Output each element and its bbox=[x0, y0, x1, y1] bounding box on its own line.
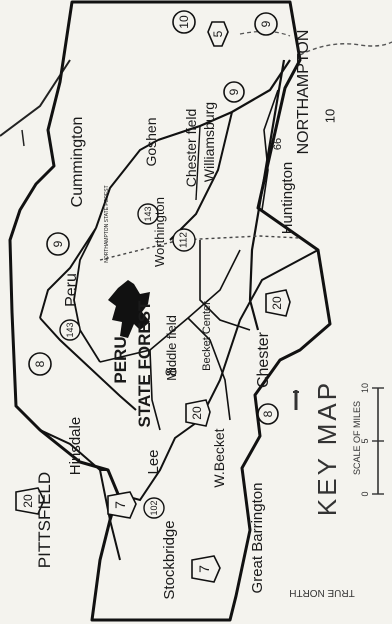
shield-label: 143 bbox=[65, 322, 75, 337]
shield-label: 20 bbox=[21, 494, 35, 508]
route-shield-9-west: 9 bbox=[46, 232, 70, 256]
shield-label: 112 bbox=[179, 232, 190, 248]
town-label-cummington: Cummington bbox=[69, 117, 86, 208]
route-shield-66: 66 bbox=[272, 138, 284, 150]
road-route-66 bbox=[261, 89, 279, 211]
shield-label: 9 bbox=[259, 20, 273, 27]
town-label-chester: Chester bbox=[255, 331, 272, 388]
shield-label: 8 bbox=[33, 360, 47, 367]
town-label-hinsdale: Hinsdale bbox=[67, 417, 84, 475]
shield-label: 5 bbox=[211, 30, 225, 37]
north-arrow-icon bbox=[293, 390, 299, 410]
forest-label-peru-state: STATE FOREST bbox=[135, 300, 154, 427]
shield-label: 9 bbox=[227, 88, 241, 95]
forest-label-peru: PERU bbox=[111, 336, 130, 383]
town-label-peru: Peru bbox=[63, 273, 80, 307]
route-shield-9-ne: 9 bbox=[254, 12, 278, 36]
shield-label: 8 bbox=[164, 367, 181, 376]
forest-blob bbox=[108, 280, 150, 338]
road-becket-center bbox=[149, 349, 161, 431]
town-label-w-becket: W.Becket bbox=[211, 428, 227, 487]
town-label-middlefield: Middle field bbox=[164, 315, 179, 381]
forest-label-northampton: NORTHAMPTON STATE FOREST bbox=[104, 185, 110, 262]
road-goshen bbox=[95, 139, 159, 229]
route-shield-20-west: 20 bbox=[15, 487, 45, 515]
shield-label: 143 bbox=[143, 206, 153, 221]
town-label-worthington: Worthington bbox=[152, 197, 167, 267]
road-route-8 bbox=[39, 317, 137, 411]
shield-label: 20 bbox=[190, 406, 204, 420]
legend-title: KEY MAP bbox=[312, 380, 342, 516]
route-shield-10-top: 10 bbox=[172, 10, 196, 34]
shield-label: 20 bbox=[270, 296, 284, 310]
road-route-112 bbox=[199, 240, 251, 331]
route-shield-102: 102 bbox=[143, 497, 165, 519]
town-label-williamsburg: Williamsburg bbox=[201, 102, 217, 182]
route-shield-8-north: 8 bbox=[28, 352, 52, 376]
shield-label: 102 bbox=[149, 500, 159, 515]
road-becket-west bbox=[187, 317, 231, 421]
shield-label: 8 bbox=[261, 410, 275, 417]
true-north-label: TRUE NORTH bbox=[289, 587, 354, 598]
town-label-great-barrington: Great Barrington bbox=[249, 483, 266, 594]
shield-label: 10 bbox=[177, 15, 191, 29]
scale-tick-5: 5 bbox=[360, 438, 370, 443]
road-route-20-west bbox=[15, 405, 108, 471]
shield-label: 66 bbox=[272, 138, 284, 150]
town-label-goshen: Goshen bbox=[143, 117, 159, 166]
route-shield-112: 112 bbox=[172, 228, 196, 252]
route-shield-5: 5 bbox=[207, 21, 229, 47]
shield-label: 7 bbox=[196, 565, 212, 573]
county-line bbox=[99, 235, 301, 261]
road-route-10 bbox=[248, 59, 286, 331]
town-label-pittsfield: PITTSFIELD bbox=[35, 472, 54, 568]
road-route-9-west bbox=[39, 227, 97, 319]
shield-label: 10 bbox=[323, 109, 338, 123]
route-shield-143-west: 143 bbox=[59, 319, 81, 341]
route-shield-20-mid: 20 bbox=[185, 399, 211, 427]
route-shield-10-east: 10 bbox=[323, 109, 338, 123]
boundary-tick bbox=[21, 129, 25, 147]
road-williamsburg bbox=[195, 125, 201, 201]
shield-label: 7 bbox=[112, 501, 128, 509]
town-label-lee: Lee bbox=[145, 449, 162, 474]
town-label-huntington: Huntington bbox=[279, 162, 296, 235]
scale-label: SCALE OF MILES bbox=[352, 401, 362, 475]
road-route-143 bbox=[73, 227, 101, 363]
river-dashed bbox=[299, 41, 392, 56]
town-label-chesterfield: Chester field bbox=[183, 109, 199, 188]
scale-tick-10: 10 bbox=[360, 383, 370, 393]
scale-tick-0: 0 bbox=[360, 491, 370, 496]
route-shield-20-east: 20 bbox=[265, 289, 291, 317]
route-shield-8-south: 8 bbox=[257, 403, 279, 425]
scale-bar bbox=[372, 387, 384, 495]
road-route-7 bbox=[99, 469, 121, 561]
shield-label: 9 bbox=[51, 240, 65, 247]
route-shield-8-mid: 8 bbox=[164, 367, 181, 376]
route-shield-143-north: 143 bbox=[137, 203, 159, 225]
route-shield-7-south: 7 bbox=[191, 555, 221, 583]
road-chesterfield bbox=[169, 111, 233, 241]
town-label-northampton: NORTHAMPTON bbox=[295, 30, 312, 155]
town-label-becket-center: Becket Center bbox=[201, 301, 213, 371]
town-label-stockbridge: Stockbridge bbox=[161, 520, 178, 599]
route-shield-7-north: 7 bbox=[107, 491, 137, 519]
route-shield-9-mid: 9 bbox=[223, 81, 245, 103]
